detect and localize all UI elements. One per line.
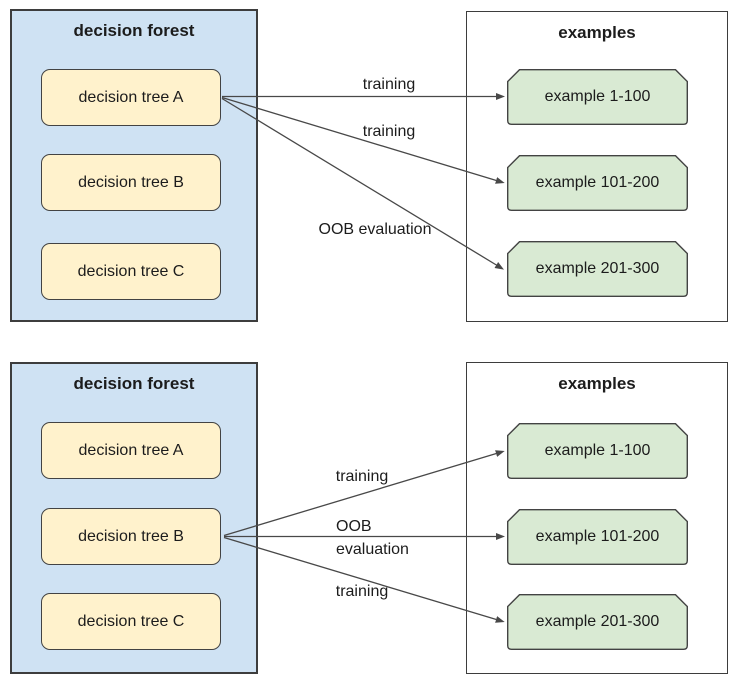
example-node-1-bottom: example 1-100 <box>507 423 688 479</box>
card-shape <box>507 423 688 479</box>
example-node-label: example 201-300 <box>535 260 660 277</box>
arrow-label-training-2-bottom: training <box>335 583 389 600</box>
card-shape <box>507 69 688 125</box>
examples-title-bottom: examples <box>558 374 636 393</box>
tree-node-label: decision tree A <box>78 441 184 459</box>
arrow-label-training-1-top: training <box>362 76 416 93</box>
arrow-label-training-1-bottom: training <box>335 468 389 485</box>
example-node-1-top: example 1-100 <box>507 69 688 125</box>
card-shape <box>507 155 688 211</box>
forest-title-bottom: decision forest <box>73 374 195 393</box>
tree-node-b-top: decision tree B <box>41 154 221 211</box>
example-node-label: example 1-100 <box>544 442 651 459</box>
tree-node-a-bottom: decision tree A <box>41 422 221 479</box>
example-node-label: example 201-300 <box>535 613 660 630</box>
tree-node-c-bottom: decision tree C <box>41 593 221 650</box>
forest-title-top: decision forest <box>73 21 195 40</box>
example-node-label: example 101-200 <box>535 174 660 191</box>
tree-node-label: decision tree C <box>77 612 185 630</box>
example-node-3-bottom: example 201-300 <box>507 594 688 650</box>
card-shape <box>507 594 688 650</box>
tree-node-label: decision tree A <box>78 88 184 106</box>
arrow-label-oob-evaluation-top: OOB evaluation <box>318 221 432 238</box>
arrow-treeA-ex2 <box>221 96 505 184</box>
examples-title-top: examples <box>558 23 636 42</box>
arrow-label-oob-evaluation-bottom: OOB evaluation <box>336 518 409 558</box>
arrow-label-training-2-top: training <box>362 123 416 140</box>
tree-node-c-top: decision tree C <box>41 243 221 300</box>
tree-node-label: decision tree C <box>77 262 185 280</box>
example-node-3-top: example 201-300 <box>507 241 688 297</box>
tree-node-b-bottom: decision tree B <box>41 508 221 565</box>
example-node-label: example 1-100 <box>544 88 651 105</box>
tree-node-a-top: decision tree A <box>41 69 221 126</box>
card-shape <box>507 241 688 297</box>
tree-node-label: decision tree B <box>78 527 184 545</box>
example-node-2-top: example 101-200 <box>507 155 688 211</box>
example-node-2-bottom: example 101-200 <box>507 509 688 565</box>
example-node-label: example 101-200 <box>535 528 660 545</box>
card-shape <box>507 509 688 565</box>
tree-node-label: decision tree B <box>78 173 184 191</box>
